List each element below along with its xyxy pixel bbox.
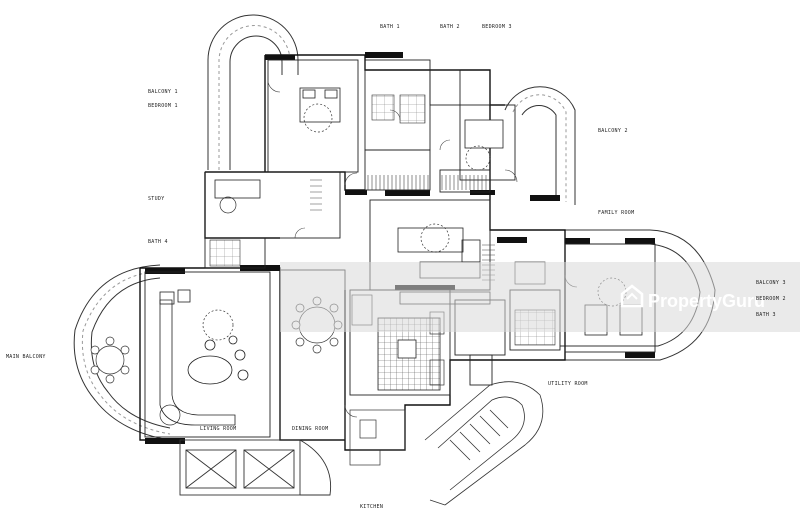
label-study: STUDY	[148, 196, 165, 202]
watermark-logo	[620, 284, 644, 308]
balcony-1-arch	[207, 14, 299, 170]
bath-4-tiles	[209, 239, 241, 267]
label-balcony-1: BALCONY 1	[148, 89, 178, 95]
kitchen-island	[397, 339, 417, 359]
lift-shafts	[179, 439, 332, 496]
label-bedroom-2: BEDROOM 2	[756, 296, 786, 302]
label-kitchen: KITCHEN	[360, 504, 383, 510]
staircase	[424, 381, 544, 506]
label-bath-4: BATH 4	[148, 239, 168, 245]
bath-1-tiles	[371, 94, 395, 121]
bath-2-tiles	[399, 94, 426, 124]
house-icon	[620, 284, 644, 308]
label-family-room: FAMILY ROOM	[598, 210, 634, 216]
main-balcony	[73, 264, 171, 441]
label-main-balcony: MAIN BALCONY	[6, 354, 46, 360]
label-dining-room: DINING ROOM	[292, 426, 328, 432]
watermark-band	[280, 262, 800, 332]
room-labels: BATH 1 BATH 2 BEDROOM 3 BALCONY 1 BEDROO…	[6, 24, 786, 510]
label-living-room: LIVING ROOM	[200, 426, 236, 432]
label-balcony-3: BALCONY 3	[756, 280, 786, 286]
watermark-brand: PropertyGuru	[648, 291, 765, 311]
living-furniture	[159, 289, 249, 426]
label-balcony-2: BALCONY 2	[598, 128, 628, 134]
label-bedroom-3: BEDROOM 3	[482, 24, 512, 30]
label-utility-room: UTILITY ROOM	[548, 381, 588, 387]
label-bath-1: BATH 1	[380, 24, 400, 30]
label-bath-2: BATH 2	[440, 24, 460, 30]
label-bath-3: BATH 3	[756, 312, 776, 318]
label-bedroom-1: BEDROOM 1	[148, 103, 178, 109]
balcony-2-arch	[504, 86, 576, 205]
exterior-walls	[139, 54, 566, 451]
